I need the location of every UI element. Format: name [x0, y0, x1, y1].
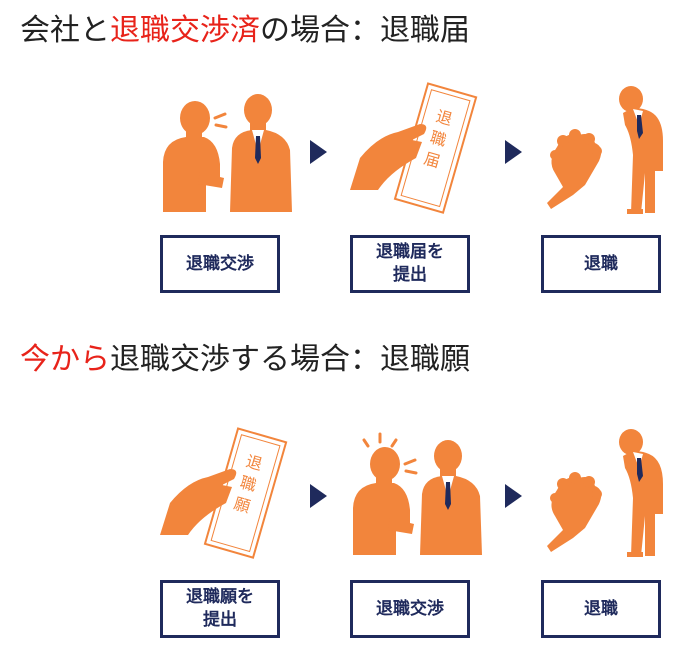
letter-char-3: 届 — [422, 149, 443, 172]
resignation-letter-icon: 退 職 届 — [350, 82, 478, 214]
section-1-heading: 会社と退職交渉済の場合：退職届 — [20, 16, 470, 46]
section-2-heading: 今から退職交渉する場合：退職願 — [20, 345, 470, 375]
bowing-with-bouquet-icon — [547, 429, 663, 557]
section-2-step-2: 退職交渉 — [350, 580, 470, 638]
section-1-heading-highlight: 退職交渉済 — [110, 13, 260, 48]
flow-arrow-icon — [505, 484, 522, 508]
resignation-request-icon: 退 職 願 — [160, 427, 288, 559]
negotiation-icon — [163, 94, 292, 212]
letter-char-2: 職 — [238, 473, 259, 496]
step-label: 退職交渉 — [376, 598, 444, 619]
letter-char-1: 退 — [244, 451, 265, 474]
bowing-with-bouquet-icon — [547, 86, 663, 214]
step-label-line-2: 提出 — [203, 610, 237, 630]
step-label: 退職 — [584, 598, 618, 619]
section-1-step-3: 退職 — [541, 235, 661, 293]
letter-char-2: 職 — [428, 128, 449, 151]
step-label-line-1: 退職願を — [186, 587, 254, 607]
step-label-line-2: 提出 — [393, 265, 427, 285]
section-1-step-1: 退職交渉 — [160, 235, 280, 293]
letter-char-3: 願 — [232, 494, 253, 517]
section-1-step-2: 退職届を 提出 — [350, 235, 470, 293]
flow-arrow-icon — [505, 140, 522, 164]
step-label: 退職 — [584, 253, 618, 274]
step-label: 退職交渉 — [186, 253, 254, 274]
letter-char-1: 退 — [434, 106, 455, 129]
section-1-heading-pre: 会社と — [20, 13, 110, 48]
step-label-line-1: 退職届を — [376, 242, 444, 262]
flow-arrow-icon — [310, 140, 327, 164]
section-2-step-1: 退職願を 提出 — [160, 580, 280, 638]
section-2-heading-post: 退職交渉する場合：退職願 — [110, 342, 470, 377]
negotiation-icon — [353, 432, 482, 555]
section-2-step-3: 退職 — [541, 580, 661, 638]
section-1-heading-post: の場合：退職届 — [260, 13, 470, 48]
section-2-heading-highlight: 今から — [20, 342, 110, 377]
flow-arrow-icon — [310, 484, 327, 508]
